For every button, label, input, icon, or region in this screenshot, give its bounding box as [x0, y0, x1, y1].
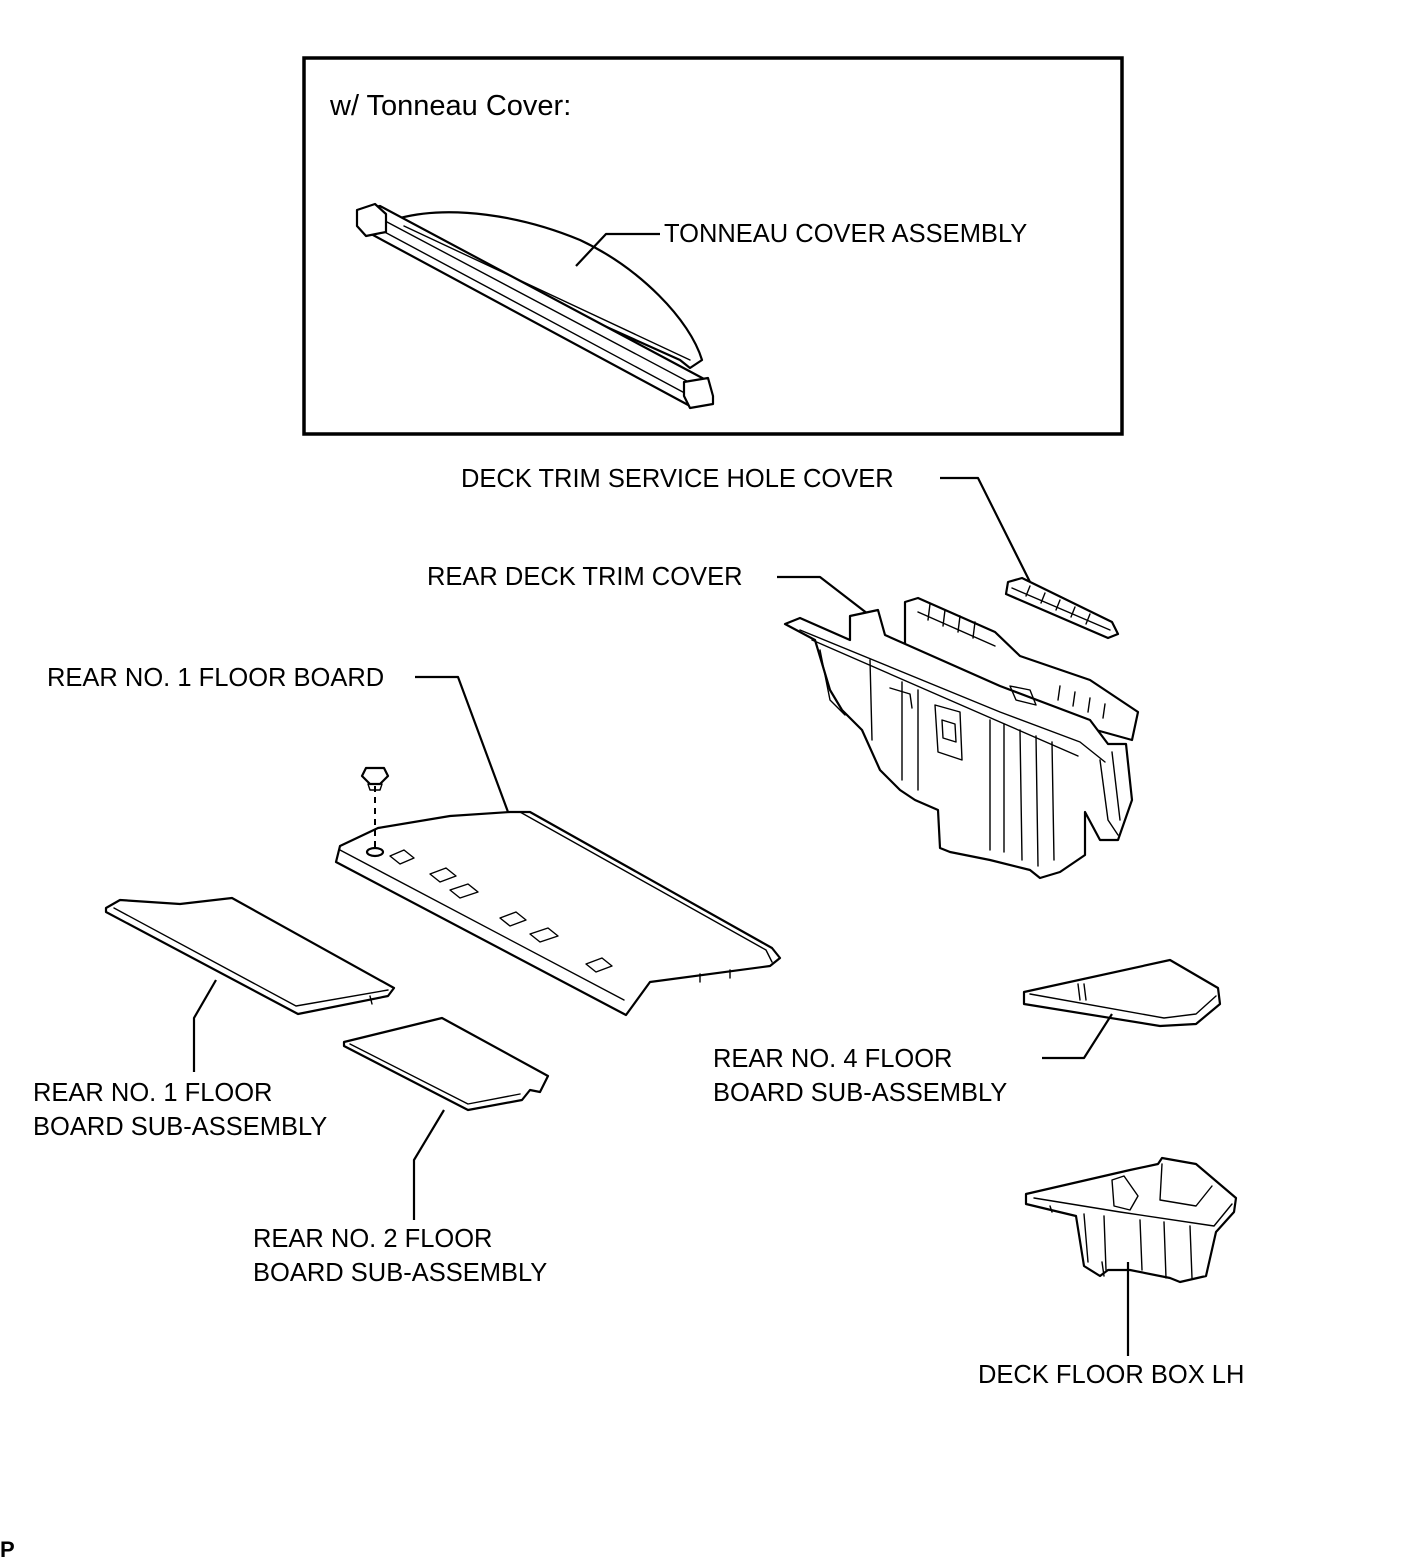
label-rear-deck-trim-cover: REAR DECK TRIM COVER — [427, 563, 743, 591]
inset-title: w/ Tonneau Cover: — [329, 90, 571, 122]
tonneau-inset: w/ Tonneau Cover: TONNEAU COVER ASSEMBLY — [302, 56, 1124, 436]
label-tonneau-cover-assembly: TONNEAU COVER ASSEMBLY — [664, 220, 1027, 248]
leader-rear-no1-floor-board — [415, 675, 510, 813]
label-rear-no2-floor-board-sub-line1: REAR NO. 2 FLOOR — [253, 1225, 492, 1253]
tonneau-cover-assembly-illustration — [355, 202, 715, 410]
label-rear-no4-floor-board-sub-line1: REAR NO. 4 FLOOR — [713, 1045, 952, 1073]
corner-mark: P — [0, 1537, 15, 1559]
leader-rear-no2-floor-board-sub-assembly — [412, 1109, 445, 1220]
label-rear-no1-floor-board: REAR NO. 1 FLOOR BOARD — [47, 664, 384, 692]
rear-deck-trim-cover-illustration — [783, 596, 1140, 880]
label-deck-floor-box-lh: DECK FLOOR BOX LH — [978, 1361, 1244, 1389]
label-rear-no4-floor-board-sub-line2: BOARD SUB-ASSEMBLY — [713, 1079, 1007, 1107]
label-rear-no1-floor-board-sub-line2: BOARD SUB-ASSEMBLY — [33, 1113, 327, 1141]
inset-frame — [302, 56, 1124, 436]
label-rear-no1-floor-board-sub-line1: REAR NO. 1 FLOOR — [33, 1079, 272, 1107]
rear-no1-floor-board-sub-assembly-illustration — [104, 896, 396, 1016]
leader-rear-deck-trim-cover — [777, 575, 869, 615]
leader-deck-trim-service-hole-cover — [940, 476, 1031, 583]
deck-trim-service-hole-cover-illustration — [1004, 576, 1120, 640]
leader-rear-no4-floor-board-sub-assembly — [1042, 1013, 1113, 1060]
label-rear-no2-floor-board-sub-line2: BOARD SUB-ASSEMBLY — [253, 1259, 547, 1287]
leader-rear-no1-floor-board-sub-assembly — [192, 979, 217, 1072]
rear-no4-floor-board-sub-assembly-illustration — [1022, 958, 1222, 1028]
deck-floor-box-lh-illustration — [1024, 1156, 1238, 1284]
leader-tonneau-cover-assembly — [575, 232, 660, 267]
rear-no1-floor-board-illustration — [334, 766, 782, 1017]
label-deck-trim-service-hole-cover: DECK TRIM SERVICE HOLE COVER — [461, 465, 894, 493]
rear-no2-floor-board-sub-assembly-illustration — [342, 1016, 550, 1112]
